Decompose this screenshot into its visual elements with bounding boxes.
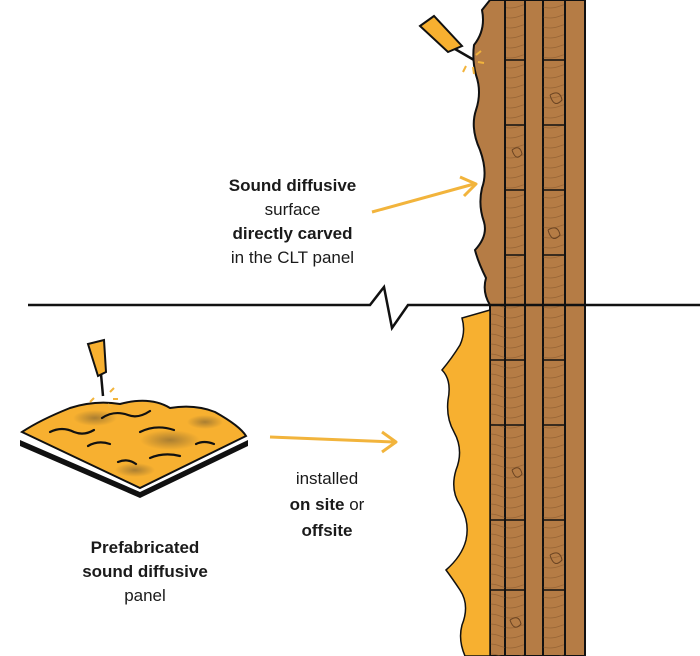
- caption-line: Prefabricated: [90, 538, 200, 557]
- caption-line: surface: [264, 200, 321, 219]
- installed-diffuser-panel: [440, 309, 491, 656]
- caption-line: in the CLT panel: [230, 248, 355, 267]
- carved-surface-caption: Sound diffusive surface directly carved …: [205, 174, 380, 270]
- caption-line: Sound diffusive: [228, 176, 357, 195]
- clt-panel: [489, 0, 586, 656]
- arrow-to-carved-surface: [371, 175, 478, 214]
- chisel-icon: [86, 338, 118, 409]
- caption-line: directly carved: [232, 224, 353, 243]
- caption-line: or: [344, 495, 365, 514]
- prefabricated-panel-caption: Prefabricated sound diffusive panel: [50, 536, 240, 608]
- chisel-icon: [418, 14, 485, 75]
- caption-line: sound diffusive: [82, 562, 208, 581]
- caption-line: installed: [295, 469, 359, 488]
- prefabricated-panel: [19, 338, 248, 498]
- caption-line: panel: [124, 586, 166, 605]
- caption-line: offsite: [301, 521, 353, 540]
- carved-clt-surface: [472, 0, 506, 306]
- break-line: [28, 284, 700, 332]
- caption-line: on site: [289, 495, 345, 514]
- installation-caption: installed on site or offsite: [262, 466, 392, 544]
- arrow-to-installed-panel: [269, 430, 398, 454]
